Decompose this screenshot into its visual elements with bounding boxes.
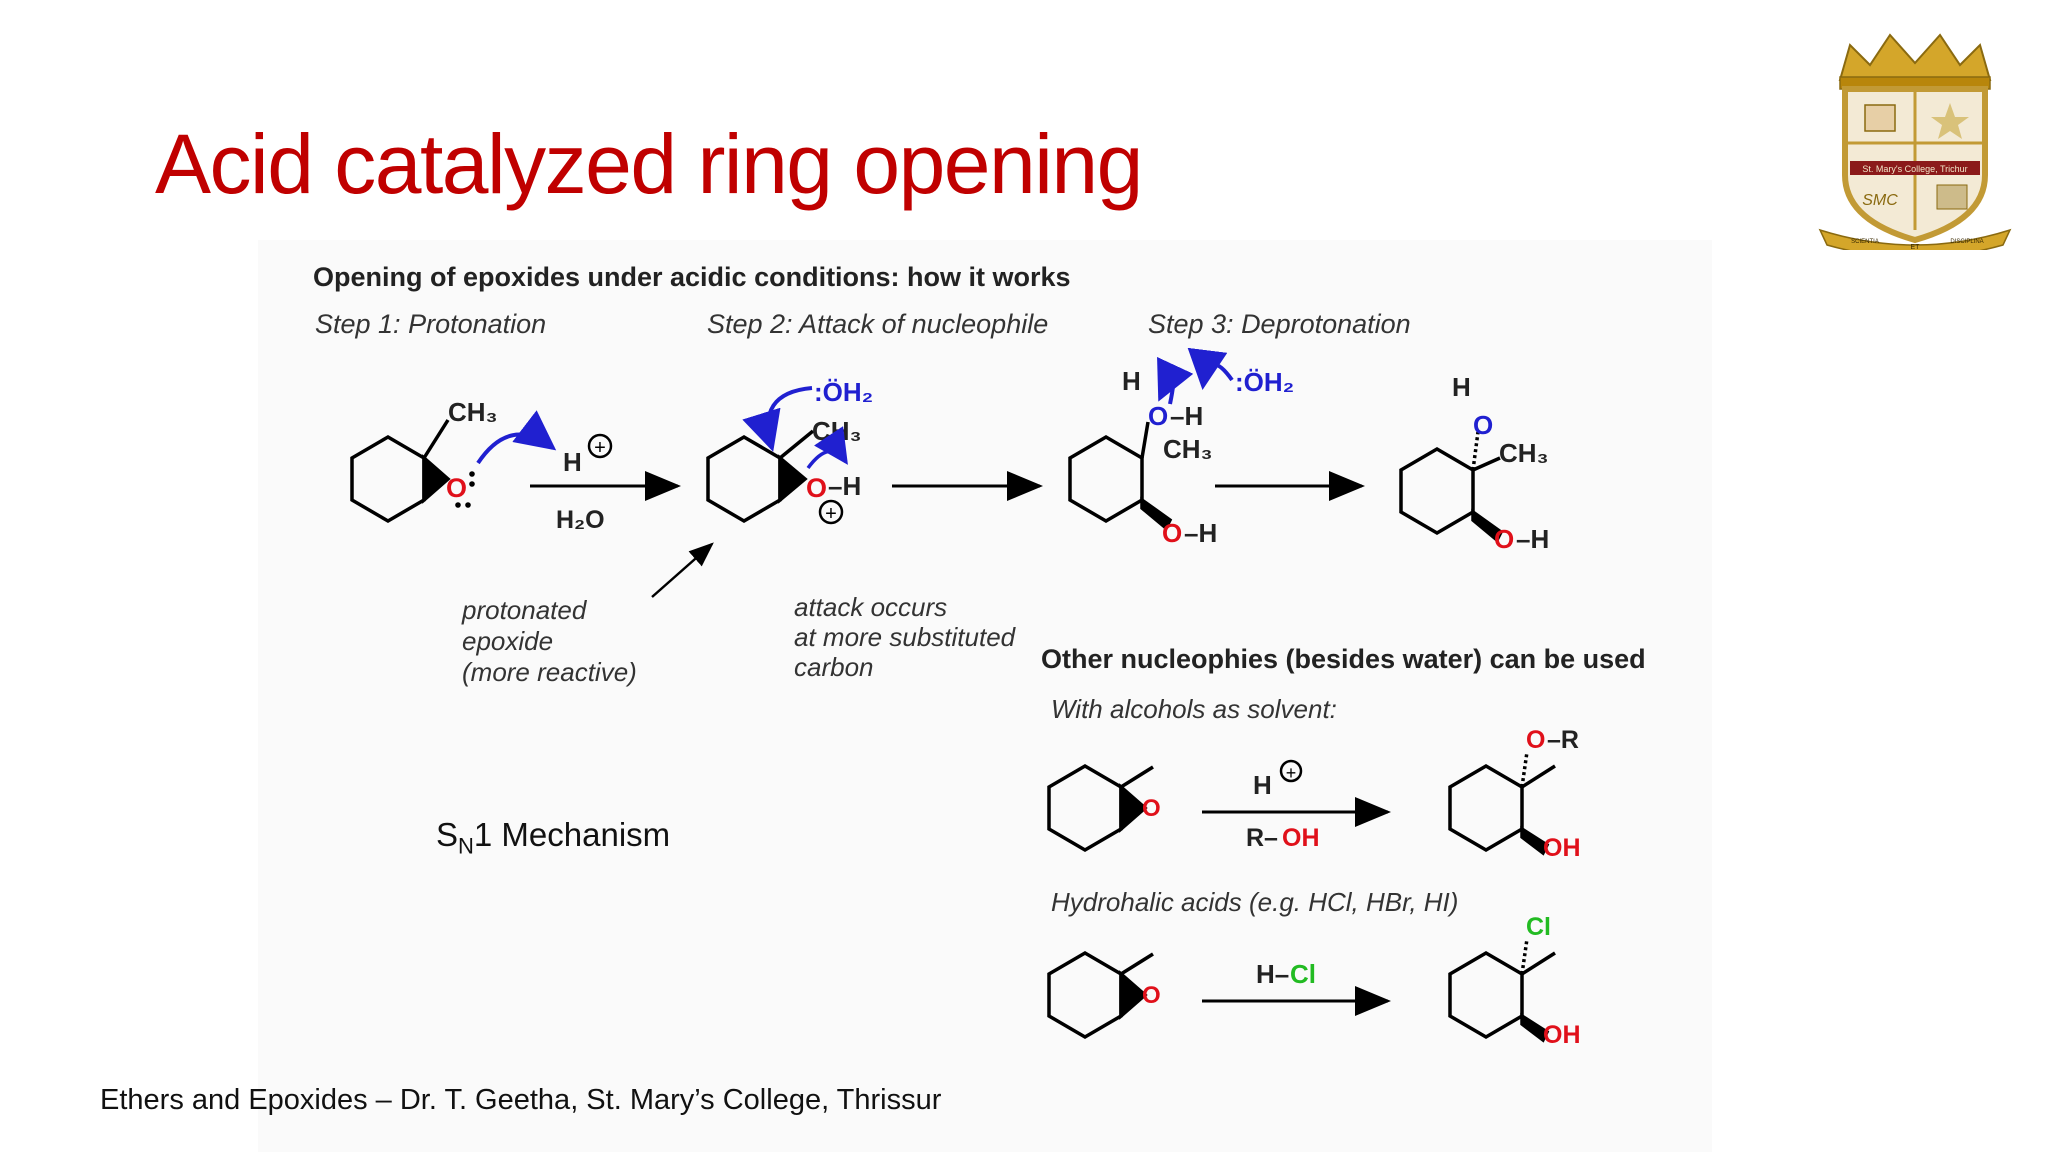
h-dash-label: H– [1256,959,1289,989]
oxygen-label: O [1526,726,1545,754]
svg-text:protonated: protonated [461,595,588,625]
step1-label: Step 1: Protonation [315,309,546,339]
oxygen-label: O [1494,524,1514,554]
plus-sign: + [594,437,606,459]
svg-text:(more reactive): (more reactive) [462,657,637,687]
crest-monogram: SMC [1862,192,1898,209]
hydrogen-label: H [1122,366,1141,396]
r-group-label: –R [1547,726,1579,754]
curved-arrow [476,410,557,465]
note-attack-site: attack occurs at more substituted carbon [794,592,1017,682]
o-h-bond: –H [1184,518,1217,548]
slide-footer: Ethers and Epoxides – Dr. T. Geetha, St.… [100,1084,942,1116]
curved-arrow [1187,347,1234,390]
curved-arrow [742,386,813,452]
plus-charge-icon [587,433,613,459]
alcohols-label: With alcohols as solvent: [1051,694,1337,724]
other-nucleophiles-heading: Other nucleophies (besides water) can be… [1041,644,1646,674]
r-group-label: R– [1246,824,1278,852]
oh-label: OH [1543,1021,1581,1049]
water-label: H₂O [556,506,605,534]
oxygen-label: O [1162,518,1182,548]
hydrohalic-label: Hydrohalic acids (e.g. HCl, HBr, HI) [1051,887,1458,917]
crest-motto-left: SCIENTIA [1851,239,1879,245]
oxygen-label: O [1473,410,1493,440]
epoxide-molecule [350,419,451,524]
plus-sign: + [825,503,837,525]
slide-title: Acid catalyzed ring opening [155,117,1143,211]
svg-text:at more substituted: at more substituted [794,622,1017,652]
ch3-label: CH₃ [1499,438,1549,468]
plus-charge-icon [1279,759,1303,783]
ether-alcohol-product [1448,751,1556,856]
curved-arrow [1157,356,1194,405]
protonated-epoxide-molecule [706,429,815,524]
oxygen-label: O [1142,982,1161,1009]
reagent-h: H [563,447,582,477]
motto-ribbon [1818,228,2012,250]
college-crest-logo: St. Mary's College, Trichur SMC SCIENTIA… [1818,33,2012,250]
lone-pair-dots [455,471,475,508]
curved-arrow [806,426,848,470]
star-icon [1931,103,1969,139]
chlorine-label: Cl [1290,959,1316,989]
epoxide-molecule [1047,763,1154,853]
step2-label: Step 2: Attack of nucleophile [707,309,1048,339]
plus-charge-icon [818,499,844,525]
o-h-bond: –H [1170,401,1203,431]
oxygen-label: O [446,473,467,503]
oh-label: OH [1543,834,1581,862]
chlorohydrin-product [1448,938,1556,1043]
plus-sign: + [1286,763,1297,783]
ch3-label: CH₃ [812,416,862,446]
oxonium-diol-molecule [1068,421,1173,531]
note-protonated-epoxide: protonated epoxide (more reactive) [461,595,637,687]
oxygen-label: O [1148,401,1168,431]
oxygen-label: O [1142,795,1161,822]
pointer-arrow [651,542,714,598]
step3-label: Step 3: Deprotonation [1148,309,1411,339]
crown-icon [1838,33,1992,81]
oh-label: OH [1282,824,1320,852]
svg-text:carbon: carbon [794,652,874,682]
sn1-mechanism-label: SN1 Mechanism [436,816,671,859]
crest-motto-right: DISCIPLINA [1950,239,1983,245]
water-nucleophile: :ÖH₂ [1235,367,1294,397]
oxygen-label: O [806,473,827,503]
o-h-bond: –H [1516,524,1549,554]
trans-diol-product [1399,431,1504,543]
svg-text:attack occurs: attack occurs [794,592,947,622]
water-nucleophile: :ÖH₂ [814,377,873,407]
ch3-label: CH₃ [1163,434,1213,464]
ch3-label: CH₃ [448,397,498,427]
epoxide-molecule [1047,950,1154,1040]
chlorine-label: Cl [1526,913,1551,941]
reagent-h: H [1253,770,1272,800]
hydrogen-label: H [1452,372,1471,402]
crest-motto-mid: ET [1911,244,1921,250]
crest-band-text: St. Mary's College, Trichur [1862,164,1967,174]
figure-heading: Opening of epoxides under acidic conditi… [313,262,1071,292]
figure-panel [258,240,1712,1152]
o-h-bond: –H [828,471,861,501]
svg-text:epoxide: epoxide [462,626,553,656]
